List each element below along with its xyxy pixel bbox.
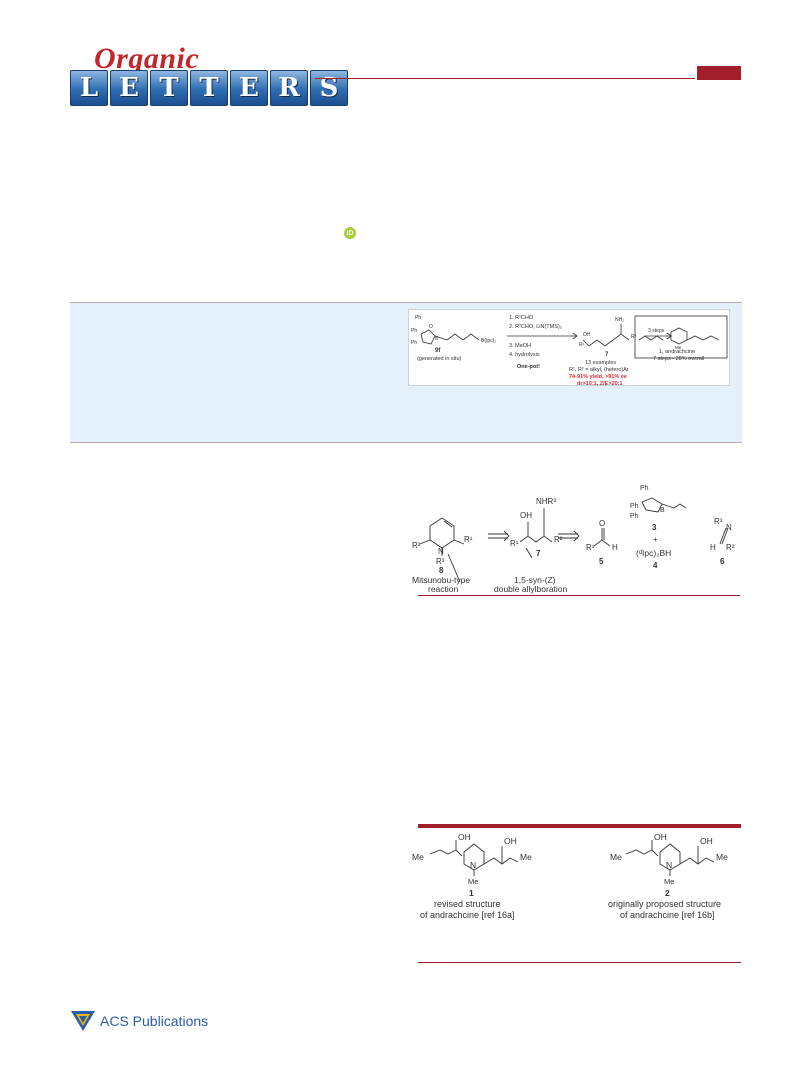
scheme-atom-r1: R¹ (464, 535, 473, 544)
figure-1-structures: Me OH N Me OH Me 1 revised structure of … (408, 830, 743, 940)
toc-condition: 4. hydrolysis (509, 352, 540, 358)
scheme-5-o: O (599, 519, 605, 528)
toc-selectivity: dr>10:1, Z/E>20:1 (577, 381, 623, 387)
scheme-3-ph: Ph (640, 485, 649, 492)
fig1-label-1: 1 (469, 888, 474, 898)
toc-reagent-label: 9f (435, 348, 441, 354)
scheme-label-3: 3 (652, 523, 657, 532)
orcid-icon[interactable]: iD (344, 227, 356, 239)
toc-product-nh2: NH₂ (615, 317, 624, 323)
masthead-tile: R (270, 70, 308, 106)
fig1-s2-n: N (666, 860, 672, 870)
masthead-tile: T (150, 70, 188, 106)
toc-yield: 74-91% yield, >91% ee (569, 374, 627, 380)
fig1-s1-oh-right: OH (504, 836, 517, 846)
scheme-7-nhr3: NHR³ (536, 497, 556, 506)
toc-atom-o: O (429, 324, 433, 330)
fig1-s2-oh-left: OH (654, 832, 667, 842)
scheme-caption-8-line1: Mitsunobu-type (412, 575, 470, 585)
toc-arrow-label: 3 steps (648, 328, 665, 334)
fig1-s1-right-me: Me (520, 852, 532, 862)
toc-bipc: B(Ipc)₂ (481, 338, 496, 344)
scheme-5-h: H (612, 543, 618, 552)
masthead-tile: E (110, 70, 148, 106)
scheme-7-r2: R² (554, 535, 563, 544)
masthead-letters: L E T T E R S (70, 70, 348, 106)
masthead-organic: Organic (94, 42, 200, 75)
fig1-s1-n-me: Me (468, 877, 478, 886)
scheme-6-h: H (710, 543, 716, 552)
toc-atom-b: B (435, 336, 439, 342)
scheme-label-7: 7 (536, 549, 541, 558)
masthead-tile: T (190, 70, 228, 106)
scheme-7-oh: OH (520, 511, 532, 520)
toc-product-r2: R² (631, 334, 637, 340)
toc-scope: R¹, R² = alkyl, (hetero)Ar (569, 367, 629, 373)
toc-np-label: 1, andrachcine (659, 349, 695, 355)
toc-product-label: 7 (605, 352, 609, 358)
scheme-caption-8-line2: reaction (428, 584, 459, 594)
scheme-4-ipcbh: (ᵈIpc)₂BH (636, 548, 671, 558)
scheme-atom-r3: R³ (436, 557, 445, 566)
toc-product-oh: OH (583, 332, 591, 338)
toc-one-pot: One-pot! (517, 364, 540, 370)
toc-examples: 13 examples (585, 360, 616, 366)
fig1-s2-right-me: Me (716, 852, 728, 862)
acs-logo-icon (71, 1011, 95, 1031)
figure-1-svg: Me OH N Me OH Me 1 revised structure of … (412, 832, 728, 920)
scheme-label-5: 5 (599, 557, 604, 566)
fig1-s2-left-me: Me (610, 852, 622, 862)
masthead-tile: S (310, 70, 348, 106)
fig1-s2-oh-right: OH (700, 836, 713, 846)
scheme-3-b: B (660, 507, 665, 514)
fig1-s1-oh-left: OH (458, 832, 471, 842)
acs-publications-text: ACS Publications (100, 1013, 209, 1029)
scheme-3-ph: Ph (630, 513, 639, 520)
masthead-tile: L (70, 70, 108, 106)
toc-condition: 3. MeOH (509, 343, 531, 349)
header-tab (697, 66, 741, 80)
toc-ph-top: Ph (415, 315, 421, 321)
toc-condition: 1. R¹CHO (509, 315, 534, 321)
fig1-s1-left-me: Me (412, 852, 424, 862)
fig1-s2-n-me: Me (664, 877, 674, 886)
scheme-3-ph: Ph (630, 503, 639, 510)
toc-ph-bottom: Ph (411, 340, 417, 346)
scheme-6-n: N (726, 523, 732, 532)
scheme-caption-7-line2: double allylboration (494, 584, 568, 594)
scheme-label-4: 4 (653, 561, 658, 570)
scheme-1-retrosynthesis: R² N R¹ R³ 8 Mitsunobu-type reaction OH … (408, 478, 743, 594)
toc-product-r1: R¹ (579, 342, 585, 348)
scheme-6-r3: R³ (714, 517, 723, 526)
masthead-tile: E (230, 70, 268, 106)
fig1-caption-1-line2: of andrachcine [ref 16a] (420, 910, 515, 920)
scheme-7-r1: R¹ (510, 539, 519, 548)
fig1-label-2: 2 (665, 888, 670, 898)
toc-ph-mid: Ph (411, 328, 417, 334)
fig1-caption-2-line2: of andrachcine [ref 16b] (620, 910, 715, 920)
scheme-label-8: 8 (439, 566, 444, 575)
journal-masthead: Organic L E T T E R S (70, 42, 348, 110)
figure-1-bottom-rule (418, 962, 741, 963)
toc-np-stats: 7 steps - 28% overall (653, 356, 704, 362)
toc-reagent-caption: (generated in situ) (417, 356, 461, 362)
scheme-label-6: 6 (720, 557, 725, 566)
header-rule (315, 78, 695, 79)
toc-np-me: Me (675, 345, 682, 350)
toc-graphic: Ph Ph Ph O B B(Ipc)₂ 9f (generated in si… (408, 309, 730, 387)
scheme-atom-n: N (438, 547, 444, 556)
scheme-1-rule (418, 595, 740, 596)
toc-scheme-svg: Ph Ph Ph O B B(Ipc)₂ 9f (generated in si… (411, 315, 728, 387)
fig1-s1-n: N (470, 860, 476, 870)
toc-condition: 2. R²CHO, LiN(TMS)₂ (509, 324, 562, 330)
scheme-atom-r2: R² (412, 541, 421, 550)
scheme-5-r1: R¹ (586, 543, 595, 552)
fig1-caption-1-line1: revised structure (434, 899, 501, 909)
figure-1-top-rule (418, 824, 741, 828)
scheme-1-svg: R² N R¹ R³ 8 Mitsunobu-type reaction OH … (412, 485, 735, 594)
scheme-6-r2: R² (726, 543, 735, 552)
scheme-plus: + (653, 535, 658, 544)
fig1-caption-2-line1: originally proposed structure (608, 899, 721, 909)
scheme-caption-7-line1: 1,5-syn-(Z) (514, 575, 556, 585)
